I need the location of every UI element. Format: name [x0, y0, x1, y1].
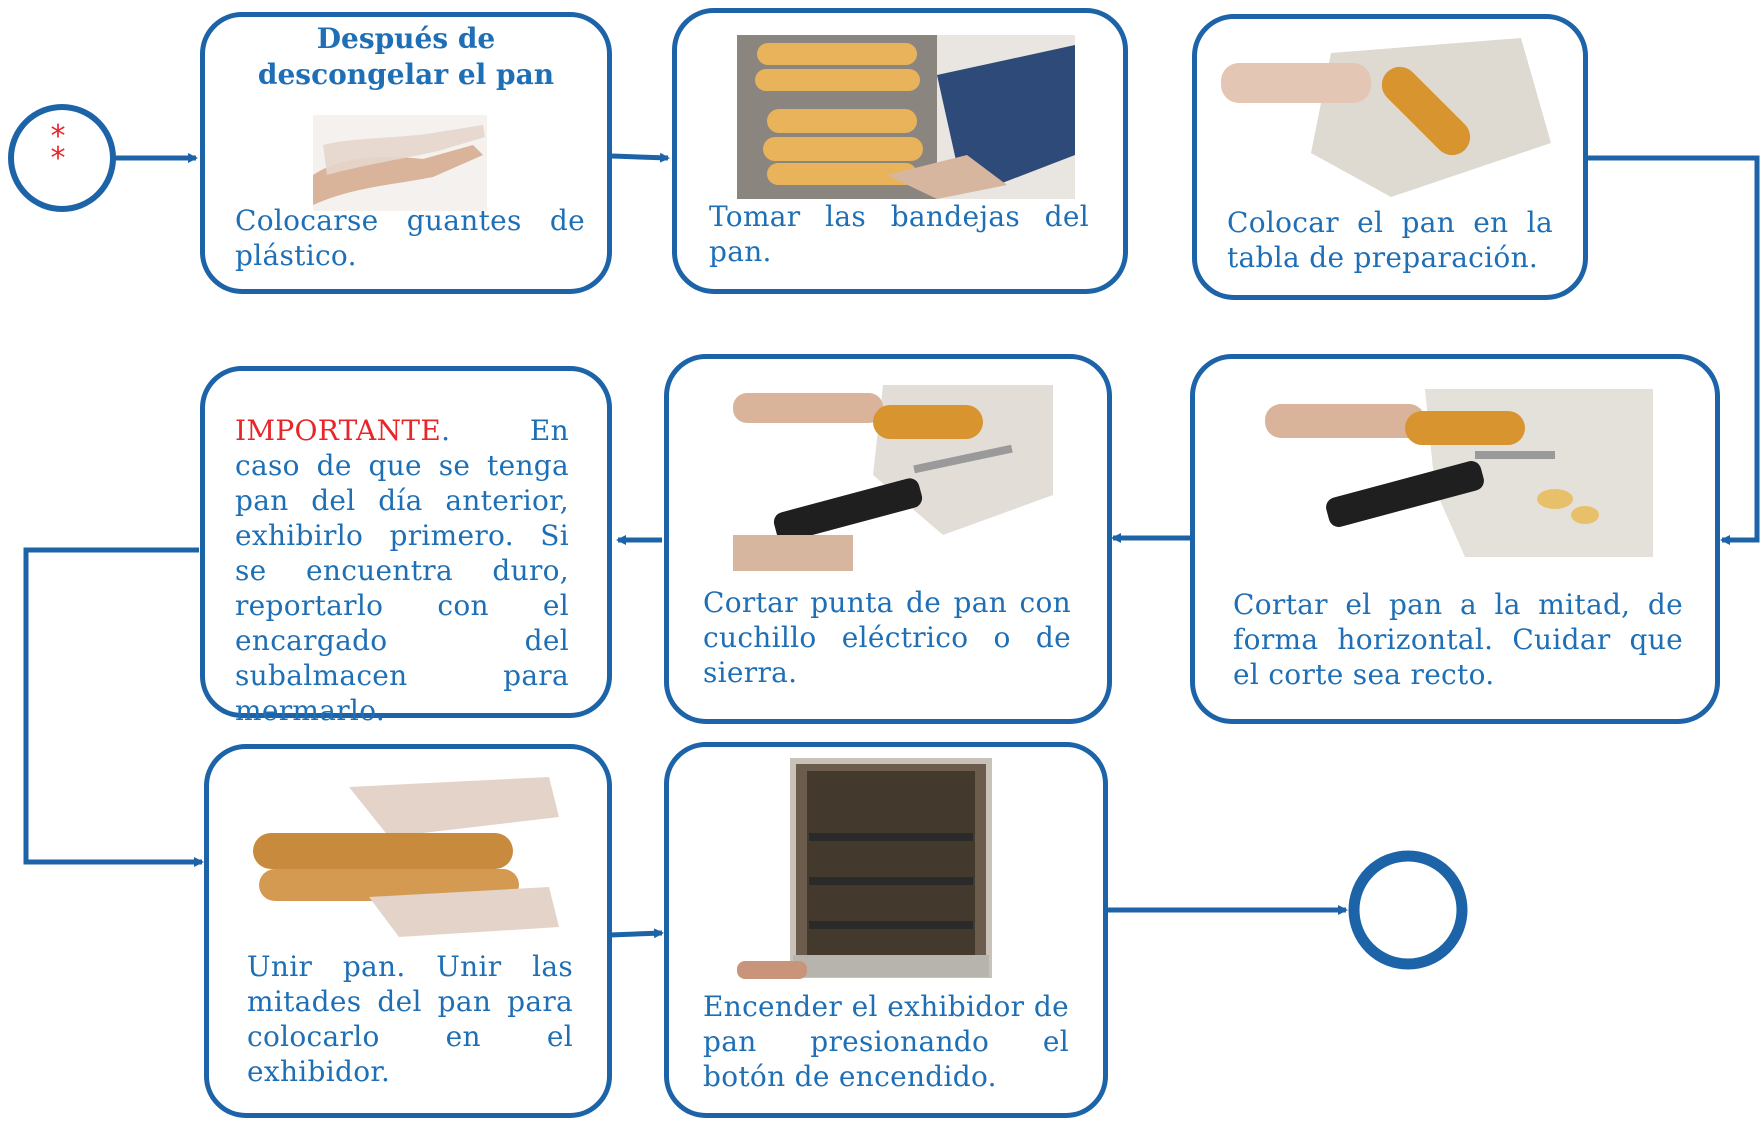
step-text: Colocarse guantes de plástico. [235, 204, 585, 272]
important-note-text: IMPORTANTE. En caso de que se tenga pan … [235, 413, 569, 728]
step-heading: Después de descongelar el pan [257, 22, 555, 91]
slicing-bread-photo [1265, 389, 1653, 557]
step-put-on-gloves: Después de descongelar el pan Colocarse … [200, 12, 612, 294]
step-join-bread-halves: Unir pan. Unir las mitades del pan para … [204, 744, 612, 1118]
step-text: Cortar punta de pan con cuchillo eléctri… [703, 586, 1071, 689]
step-text: Colocar el pan en la tabla de preparació… [1227, 206, 1553, 274]
step-text: Encender el exhibidor de pan presionando… [703, 990, 1069, 1093]
step-text: Cortar el pan a la mitad, de forma horiz… [1233, 588, 1683, 691]
bread-display-case-photo [737, 755, 993, 989]
bread-trays-photo [737, 35, 1075, 199]
arrow-step1-to-step2 [611, 152, 670, 163]
important-label: IMPORTANTE [235, 414, 442, 447]
cutting-tip-photo [733, 385, 1053, 571]
end-connector [1348, 850, 1468, 970]
step-important-note: IMPORTANTE. En caso de que se tenga pan … [200, 366, 612, 727]
step-cut-bread-tip: Cortar punta de pan con cuchillo eléctri… [664, 354, 1112, 724]
important-note-body: . En caso de que se tenga pan del día an… [235, 414, 569, 727]
step-text: Tomar las bandejas del pan. [709, 200, 1089, 268]
step-turn-on-display: Encender el exhibidor de pan presionando… [664, 742, 1108, 1118]
step-slice-bread-horizontally: Cortar el pan a la mitad, de forma horiz… [1190, 354, 1720, 724]
start-connector-symbol: * * [50, 119, 66, 176]
step-text: Unir pan. Unir las mitades del pan para … [247, 950, 573, 1088]
step-place-bread-on-board: Colocar el pan en la tabla de preparació… [1192, 14, 1588, 300]
bread-on-board-photo [1221, 33, 1551, 197]
arrow-step7-to-step8 [609, 928, 664, 939]
arrow-step3-to-step4 [1588, 155, 1760, 545]
step-take-bread-trays: Tomar las bandejas del pan. [672, 8, 1128, 294]
joined-bread-photo [249, 777, 565, 941]
start-connector [8, 104, 116, 212]
arrow-step6-to-step7 [23, 547, 204, 867]
gloved-hands-photo [313, 115, 487, 211]
